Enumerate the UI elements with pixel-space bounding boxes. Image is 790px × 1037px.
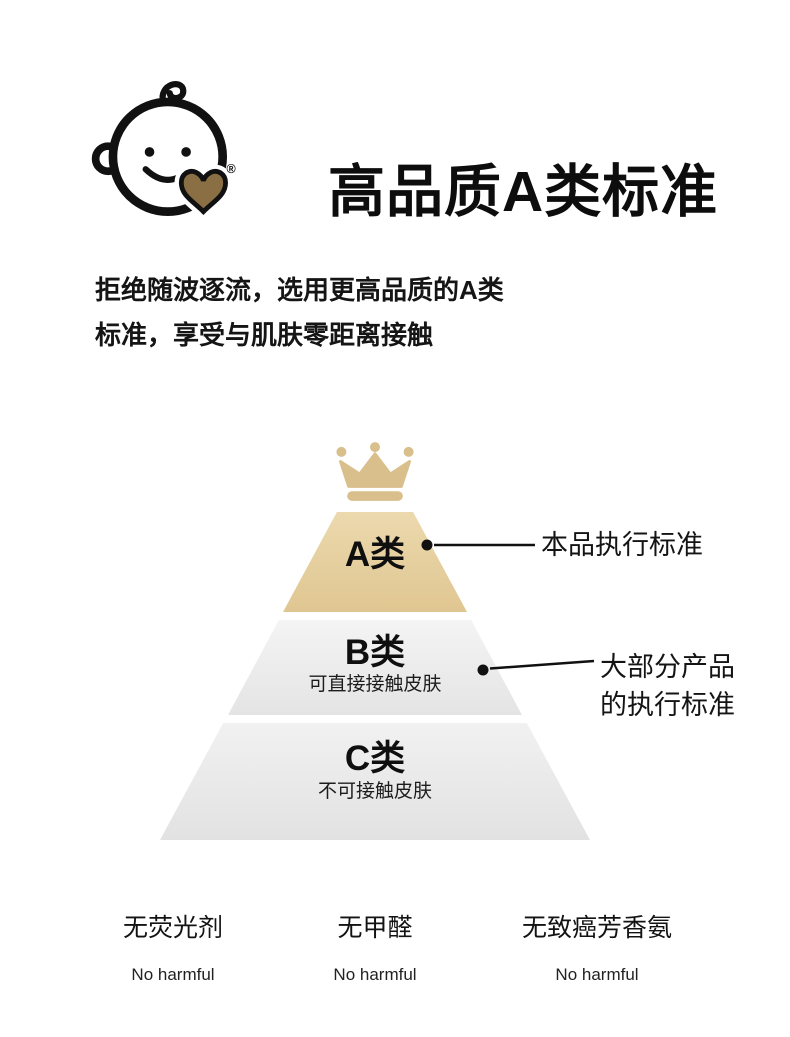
callout-most-products-standard: 大部分产品的执行标准	[600, 648, 735, 724]
pyramid-tier-b: B类 可直接接触皮肤	[228, 620, 522, 715]
callout-product-standard: 本品执行标准	[541, 530, 703, 560]
subtitle: 拒绝随波逐流，选用更高品质的A类标准，享受与肌肤零距离接触	[95, 268, 504, 358]
badge-no-fluorescent: 无荧光剂 No harmful	[122, 914, 224, 984]
callout-line-b	[489, 659, 595, 670]
tier-a-label: A类	[344, 534, 406, 574]
tier-b-label: B类	[344, 633, 406, 672]
badge-no-aromatic-amine-label: 无致癌芳香氨	[521, 914, 673, 942]
right-eye	[181, 147, 191, 157]
callout-1-text: 本品执行标准	[541, 530, 703, 560]
heart-icon	[178, 168, 228, 216]
badge-no-fluorescent-sublabel: No harmful	[131, 965, 215, 984]
callout-2-line-1: 大部分产品	[600, 652, 735, 682]
subtitle-line-2: 标准，享受与肌肤零距离接触	[95, 320, 434, 350]
badge-no-fluorescent-label: 无荧光剂	[122, 914, 224, 942]
left-eye	[144, 147, 155, 157]
crown-icon	[336, 442, 414, 501]
registered-mark: ®	[227, 162, 237, 176]
badge-no-formaldehyde-sublabel: No harmful	[333, 965, 417, 984]
page-title: 高品质A类标准	[328, 160, 719, 224]
hair-curl	[159, 81, 187, 106]
badge-no-formaldehyde: 无甲醛 No harmful	[333, 914, 417, 984]
subtitle-line-1: 拒绝随波逐流，选用更高品质的A类	[95, 275, 504, 305]
tier-b-sublabel: 可直接接触皮肤	[308, 674, 442, 695]
tier-c-sublabel: 不可接触皮肤	[317, 780, 432, 802]
badge-no-formaldehyde-label: 无甲醛	[337, 914, 413, 942]
callout-2-line-2: 的执行标准	[600, 690, 735, 720]
badge-no-aromatic-amine: 无致癌芳香氨 No harmful	[521, 914, 673, 984]
baby-face-logo: ®	[91, 81, 237, 222]
pyramid-tier-c: C类 不可接触皮肤	[160, 723, 590, 840]
pyramid-tier-a: A类	[283, 512, 467, 612]
badge-no-aromatic-amine-sublabel: No harmful	[555, 965, 639, 984]
tier-c-label: C类	[344, 738, 406, 778]
